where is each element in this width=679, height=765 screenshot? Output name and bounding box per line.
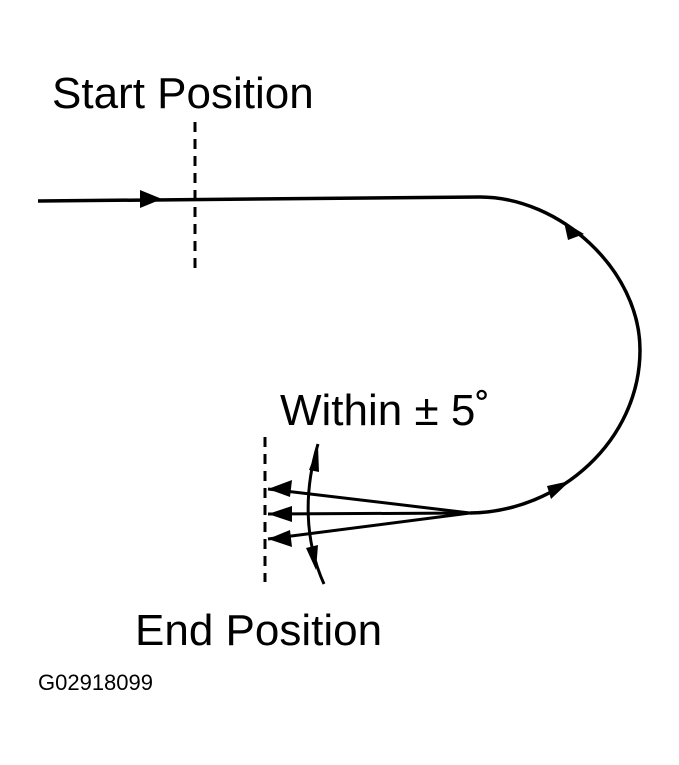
end-arrow-upper-icon: [268, 480, 292, 497]
start-position-label: Start Position: [52, 69, 314, 118]
end-ray-middle: [267, 511, 471, 516]
end-arrow-middle-icon: [268, 506, 292, 522]
angle-arrow-up-icon: [309, 446, 319, 472]
end-position-label: End Position: [135, 606, 382, 655]
end-arrow-lower-icon: [268, 530, 292, 547]
direction-arrow-icon: [564, 222, 584, 240]
tolerance-label: Within ± 5˚: [280, 386, 490, 435]
end-ray-lower: [267, 511, 471, 541]
end-ray-upper: [267, 487, 471, 515]
direction-arrow-icon: [547, 481, 570, 499]
path-curve: [37, 195, 642, 515]
angle-arrow-down-icon: [306, 545, 318, 570]
figure-id: G02918099: [38, 670, 153, 695]
direction-arrow-icon: [140, 190, 162, 208]
